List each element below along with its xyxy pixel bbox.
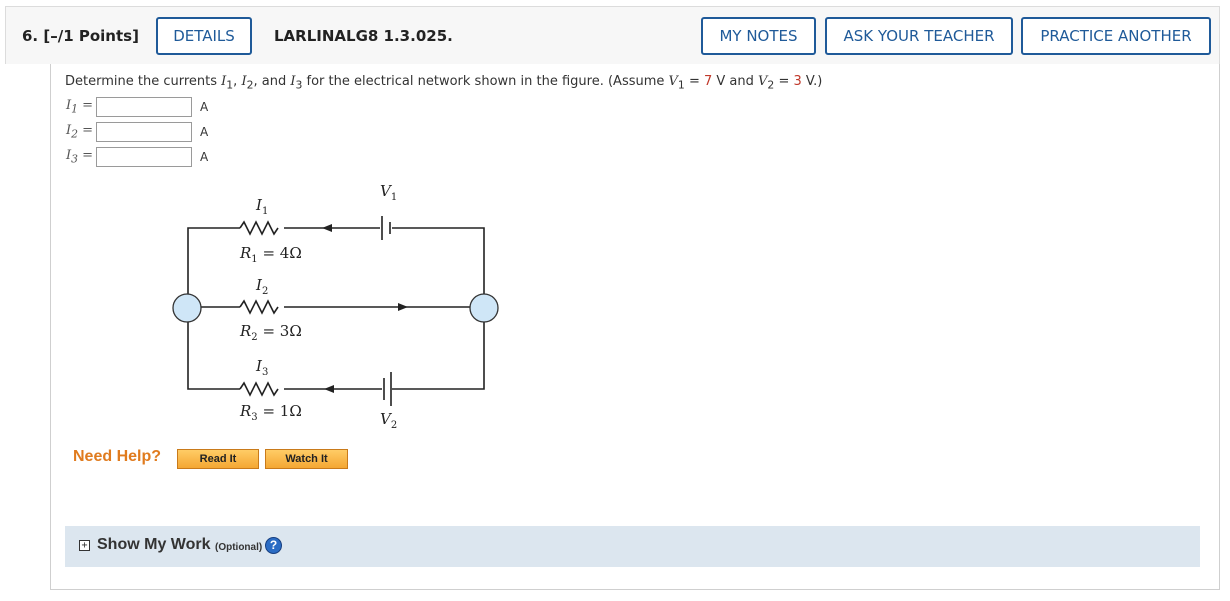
need-help-label: Need Help?	[73, 448, 162, 465]
answer-input-i2[interactable]	[96, 122, 192, 142]
node-left	[172, 293, 202, 323]
watch-it-button[interactable]: Watch It	[265, 449, 348, 469]
show-my-work-panel: + Show My Work (Optional) ?	[65, 526, 1200, 567]
current-arrow-i2	[398, 303, 408, 311]
label-i1: I1	[255, 196, 268, 217]
resistor-r1	[239, 220, 279, 236]
v2-value: 3	[793, 74, 802, 89]
label-r3: R3 = 1Ω	[239, 402, 302, 423]
current-arrow-i1	[322, 224, 332, 232]
unit-label: A	[200, 150, 209, 164]
question-number: 6. [–/1 Points]	[22, 27, 139, 45]
unit-label: A	[200, 100, 209, 114]
expand-icon[interactable]: +	[79, 540, 90, 551]
answer-row-i3: I3 = A	[66, 146, 208, 168]
label-i3: I3	[255, 357, 268, 378]
question-prompt: Determine the currents I1, I2, and I3 fo…	[65, 74, 823, 92]
resistor-r2	[239, 299, 279, 315]
label-i2: I2	[255, 276, 268, 297]
answer-label-i2: I2 =	[66, 123, 94, 141]
details-button[interactable]: DETAILS	[156, 17, 252, 55]
label-v2: V2	[380, 410, 397, 431]
battery-v1	[381, 216, 391, 240]
show-my-work-title[interactable]: Show My Work	[97, 536, 211, 553]
answer-input-i3[interactable]	[96, 147, 192, 167]
question-id: LARLINALG8 1.3.025.	[274, 27, 453, 45]
answer-label-i1: I1 =	[66, 98, 94, 116]
ask-your-teacher-button[interactable]: ASK YOUR TEACHER	[825, 17, 1013, 55]
my-notes-button[interactable]: MY NOTES	[701, 17, 816, 55]
optional-label: (Optional)	[215, 542, 263, 553]
question-header: 6. [–/1 Points] DETAILS LARLINALG8 1.3.0…	[5, 6, 1220, 64]
unit-label: A	[200, 125, 209, 139]
practice-another-button[interactable]: PRACTICE ANOTHER	[1021, 17, 1211, 55]
wire-bottom	[187, 308, 240, 390]
wire-bottom-right	[392, 308, 485, 390]
wire-top	[187, 227, 240, 308]
node-right	[469, 293, 499, 323]
circuit-diagram: I1 R1 = 4Ω I2 R2 = 3Ω I3 R3 = 1Ω V1 V2	[172, 182, 499, 431]
current-arrow-i3	[324, 385, 334, 393]
answer-label-i3: I3 =	[66, 148, 94, 166]
v1-value: 7	[703, 74, 713, 89]
answer-row-i2: I2 = A	[66, 121, 208, 143]
help-icon[interactable]: ?	[265, 537, 282, 554]
question-panel	[50, 64, 1220, 590]
answer-row-i1: I1 = A	[66, 96, 208, 118]
label-v1: V1	[380, 182, 397, 203]
battery-v2	[383, 372, 392, 406]
label-r2: R2 = 3Ω	[239, 322, 302, 343]
answer-input-i1[interactable]	[96, 97, 192, 117]
label-r1: R1 = 4Ω	[239, 244, 302, 265]
wire-top-right	[392, 227, 485, 308]
resistor-r3	[239, 381, 279, 397]
read-it-button[interactable]: Read It	[177, 449, 259, 469]
